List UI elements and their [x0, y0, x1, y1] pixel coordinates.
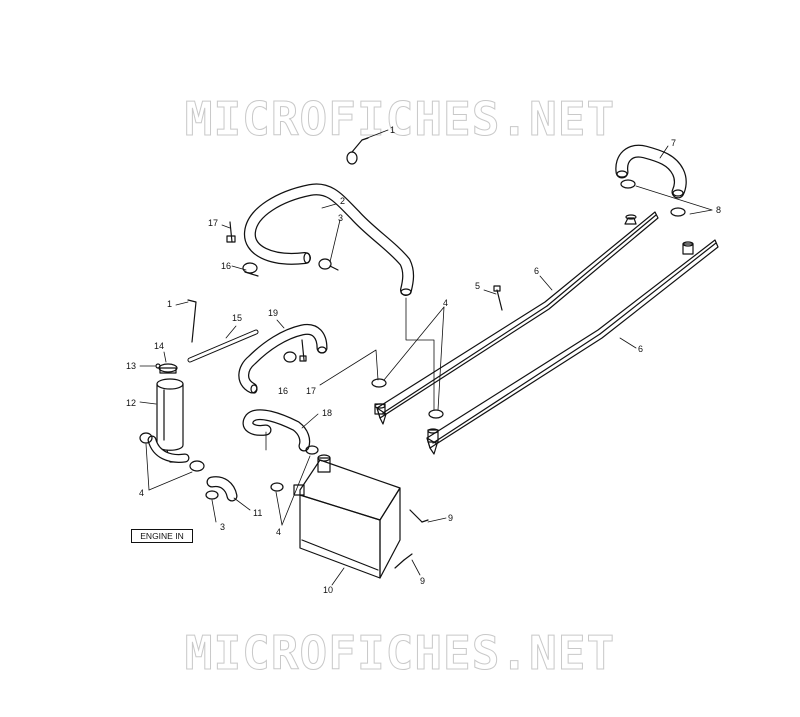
callout-5: 5	[475, 281, 480, 291]
callout-19: 19	[268, 308, 278, 318]
hose-11	[206, 476, 238, 502]
clamps-4-radiator	[270, 445, 319, 492]
callout-9-lower: 9	[420, 576, 425, 586]
hose-7	[615, 144, 687, 199]
watermark-bottom: MICROFICHES.NET	[184, 626, 616, 681]
clamp-3-upper	[318, 258, 339, 271]
radiator-10	[293, 454, 401, 579]
clamps-4-lower-left	[139, 432, 219, 500]
callout-15: 15	[232, 313, 242, 323]
callout-1-left: 1	[167, 299, 172, 309]
engine-in-label: ENGINE IN	[131, 529, 193, 543]
callout-14: 14	[154, 341, 164, 351]
clamps-8	[620, 179, 686, 217]
tube-15	[187, 329, 259, 363]
callout-4-center: 4	[443, 298, 448, 308]
bolt-5	[493, 285, 503, 311]
callout-17-lower: 17	[306, 386, 316, 396]
hose-19	[238, 323, 328, 394]
hose-18	[242, 409, 311, 452]
callout-10: 10	[323, 585, 333, 595]
callout-13: 13	[126, 361, 136, 371]
callout-16-top: 16	[221, 261, 231, 271]
callout-1-top: 1	[390, 125, 395, 135]
cooling-tube-6-upper	[374, 211, 659, 425]
callout-labels: 1 2 3 17 16 7 8 5 4 6 6 1 15 19 14 13 16…	[126, 125, 721, 595]
fastener-9-lower	[394, 553, 413, 569]
callout-9-upper: 9	[448, 513, 453, 523]
hose-2	[243, 183, 415, 296]
callout-8: 8	[716, 205, 721, 215]
clamp-16-lower	[283, 351, 297, 363]
callout-4-left: 4	[139, 488, 144, 498]
callout-17-top: 17	[208, 218, 218, 228]
callout-3-lower: 3	[220, 522, 225, 532]
hose-reservoir	[147, 435, 190, 463]
callout-4-radiator: 4	[276, 527, 281, 537]
cap-14	[158, 363, 178, 374]
clamp-16-upper	[242, 262, 259, 277]
clamp-1	[346, 137, 369, 165]
callout-2: 2	[340, 196, 345, 206]
cooling-tube-6-lower	[426, 239, 719, 455]
callout-7: 7	[671, 138, 676, 148]
callout-12: 12	[126, 398, 136, 408]
callout-6-upper: 6	[534, 266, 539, 276]
rod-1	[187, 299, 197, 343]
callout-18: 18	[322, 408, 332, 418]
seal-13	[155, 363, 161, 369]
leader-lines	[139, 129, 713, 586]
callout-11: 11	[253, 508, 262, 518]
fastener-9-upper	[409, 509, 429, 523]
bolt-17-lower	[299, 339, 307, 362]
bolt-17	[226, 221, 236, 243]
watermark-top: MICROFICHES.NET	[184, 92, 616, 147]
clamps-4-center	[371, 378, 444, 419]
callout-16-lower: 16	[278, 386, 288, 396]
callout-6-lower: 6	[638, 344, 643, 354]
callout-3-top: 3	[338, 213, 343, 223]
